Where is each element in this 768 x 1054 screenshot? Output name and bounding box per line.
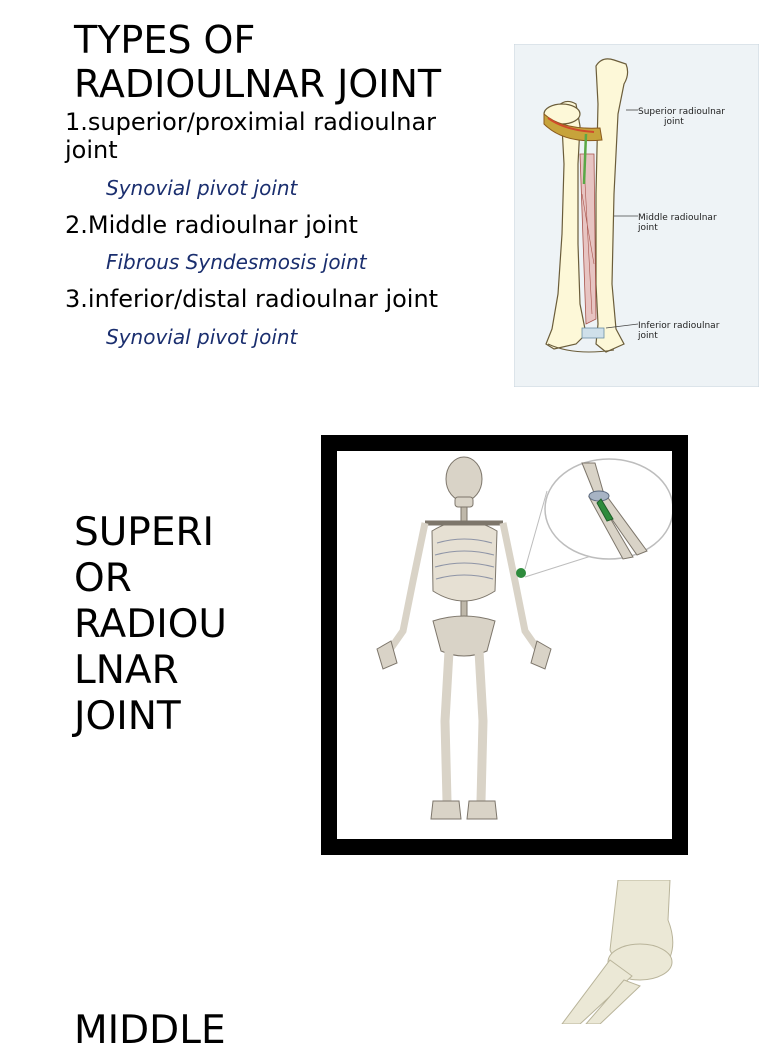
middle-joint-heading: MIDDLE <box>74 1008 226 1053</box>
radioulnar-joint-figure: Superior radioulnar joint Middle radioul… <box>514 44 759 387</box>
skeleton-figure-frame <box>321 435 688 855</box>
joint-type-3-label: 3.inferior/distal radioulnar joint <box>65 285 439 313</box>
joint-type-1-classification: Synovial pivot joint <box>106 176 298 200</box>
pelvis <box>432 615 496 657</box>
radius-bone <box>545 100 587 350</box>
ulna-bone <box>595 58 629 353</box>
elbow-bone-figure <box>561 880 674 1024</box>
joint-type-2-classification: Fibrous Syndesmosis joint <box>106 250 367 274</box>
joint-type-3-classification: Synovial pivot joint <box>106 325 298 349</box>
skull <box>445 456 483 502</box>
figure-label-superior: Superior radioulnar joint <box>638 107 728 127</box>
joint-type-1-label: 1.superior/proximial radioulnar joint <box>65 108 437 164</box>
oblique-cord <box>582 133 588 185</box>
page-title: TYPES OF RADIOULNAR JOINT <box>74 18 442 106</box>
elbow-highlight <box>516 568 526 578</box>
joint-type-2-label: 2.Middle radioulnar joint <box>65 211 358 239</box>
annular-ligament <box>543 112 603 142</box>
superior-joint-heading: SUPERI OR RADIOU LNAR JOINT <box>74 510 227 739</box>
figure-label-inferior: Inferior radioulnar joint <box>637 321 722 341</box>
ribcage <box>431 520 498 602</box>
forearm-bone <box>561 959 633 1024</box>
zoom-joint-highlight <box>596 498 614 522</box>
skeleton-figure <box>337 451 672 839</box>
figure-label-middle: Middle radioulnar joint <box>637 213 720 233</box>
distal-joint <box>581 327 605 339</box>
